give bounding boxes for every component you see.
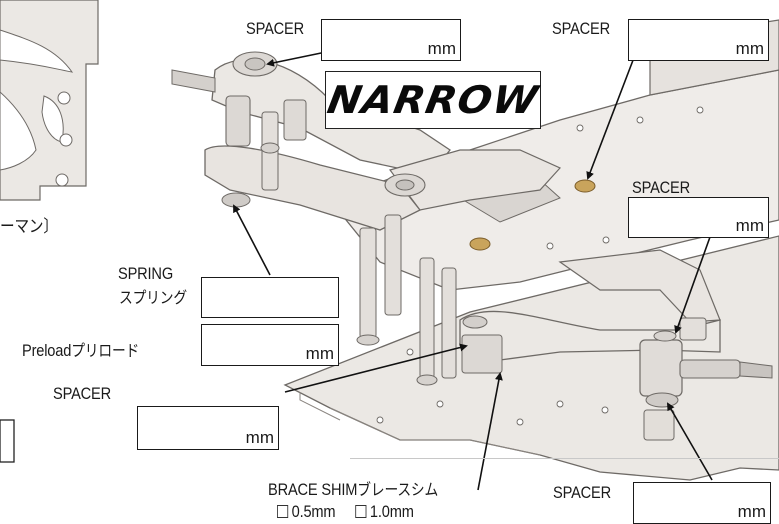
unit-label: mm	[735, 216, 764, 235]
spacer-label-bottom-right: SPACER	[553, 483, 612, 502]
brace-shim-label-jp: ブレースシム	[357, 480, 439, 499]
preload-input[interactable]: mm	[201, 324, 339, 366]
left-partial-box	[0, 419, 15, 463]
shim-checkbox-1-0[interactable]	[355, 505, 367, 518]
brass-spacer-top	[574, 179, 596, 193]
preload-label-en: Preload	[22, 341, 72, 360]
preload-label: Preloadプリロード	[22, 342, 139, 360]
unit-label: mm	[305, 344, 334, 363]
spacer-label-top-center: SPACER	[246, 19, 305, 38]
spring-label: SPRING	[118, 264, 174, 283]
brace-shim-options: 0.5mm 1.0mm	[277, 503, 414, 521]
spacer-label-top-right: SPACER	[552, 19, 611, 38]
shim-option-0-5: 0.5mm	[291, 502, 336, 521]
brass-spacer-mid	[469, 237, 491, 251]
unit-label: mm	[735, 39, 764, 58]
shim-option-1-0: 1.0mm	[369, 502, 414, 521]
spacer-input-top-right[interactable]: mm	[628, 19, 769, 61]
unit-label: mm	[245, 428, 274, 447]
left-fragment-label: ーマン〕	[0, 217, 58, 236]
spacer-label-right-middle: SPACER	[632, 178, 691, 197]
rear-hub	[639, 317, 773, 441]
spacer-input-top-center[interactable]: mm	[321, 19, 461, 61]
narrow-logo: NARROW	[324, 71, 542, 129]
spring-jp-label: スプリング	[119, 288, 187, 307]
unit-label: mm	[427, 39, 456, 58]
spacer-input-lower-left[interactable]: mm	[137, 406, 279, 450]
leader-lines	[233, 51, 713, 491]
unit-label: mm	[737, 502, 766, 521]
brace-shim-label: BRACE SHIMブレースシム	[268, 481, 438, 499]
logo-text: NARROW	[324, 78, 542, 122]
spacer-input-right-middle[interactable]: mm	[628, 197, 769, 238]
spacer-input-bottom-right[interactable]: mm	[633, 482, 771, 524]
spring-input[interactable]	[201, 277, 339, 318]
divider-line	[350, 458, 779, 459]
spacer-label-lower-left: SPACER	[53, 384, 112, 403]
preload-label-jp: プリロード	[71, 341, 140, 360]
shim-checkbox-0-5[interactable]	[277, 505, 289, 518]
left-part-drawing	[0, 0, 99, 201]
brace-shim-label-en: BRACE SHIM	[268, 480, 358, 499]
